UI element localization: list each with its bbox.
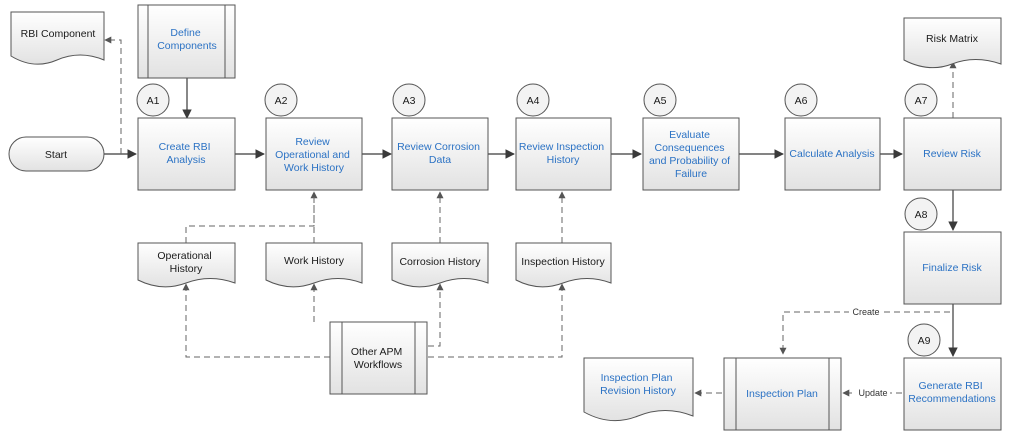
svg-text:A4: A4 [527,95,540,107]
review-inspection-label: Review Inspection History [519,141,607,166]
inspection-plan-revision-label: Inspection Plan Revision History [600,372,677,397]
step-marker-a9: A9 [907,323,941,357]
svg-text:A3: A3 [403,95,416,107]
finalize-risk-step[interactable]: Finalize Risk [903,231,1002,305]
review-inspection-step[interactable]: Review Inspection History [515,117,612,191]
operational-history-document: Operational History [137,242,236,288]
evaluate-consequences-step[interactable]: Evaluate Consequences and Probability of… [642,117,740,191]
step-marker-a7: A7 [904,83,938,117]
inspection-plan-subprocess[interactable]: Inspection Plan [723,357,842,431]
svg-text:A1: A1 [147,95,160,107]
rbi-component-label: RBI Component [21,28,96,40]
dashed-connectors [104,36,957,397]
review-corrosion-step[interactable]: Review Corrosion Data [391,117,489,191]
svg-text:A5: A5 [654,95,667,107]
svg-text:A9: A9 [918,335,931,347]
edge-operational-a2 [185,191,318,243]
edge-create-rbicomponent [104,36,122,154]
review-risk-step[interactable]: Review Risk [903,117,1002,191]
step-marker-a2: A2 [264,83,298,117]
step-marker-a6: A6 [784,83,818,117]
corrosion-history-document: Corrosion History [391,242,489,288]
step-marker-a1: A1 [136,83,170,117]
start-label: Start [45,149,67,161]
review-operational-step[interactable]: Review Operational and Work History [265,117,363,191]
create-edge-label: Create [852,307,879,317]
update-edge-label: Update [858,388,887,398]
finalize-risk-label: Finalize Risk [922,262,982,274]
work-history-document: Work History [265,242,363,288]
step-marker-a4: A4 [516,83,550,117]
review-operational-label: Review Operational and Work History [275,136,353,174]
edge-apm-corrosion [428,283,444,347]
solid-connectors [104,78,958,357]
edge-apm-inspection [428,283,566,358]
risk-matrix-document: Risk Matrix [903,17,1002,69]
corrosion-history-label: Corrosion History [399,256,481,268]
generate-rbi-step[interactable]: Generate RBI Recommendations [903,357,1002,431]
generate-rbi-label: Generate RBI Recommendations [908,380,996,405]
inspection-history-document: Inspection History [515,242,612,288]
other-apm-label: Other APM Workflows [351,346,405,371]
edge-apm-operational [182,283,330,358]
svg-text:A2: A2 [275,95,288,107]
define-components-label: Define Components [157,27,217,52]
svg-text:A6: A6 [795,95,808,107]
create-rbi-analysis-label: Create RBI Analysis [159,141,214,166]
step-marker-a8: A8 [904,197,938,231]
calculate-analysis-label: Calculate Analysis [789,148,874,160]
operational-history-label: Operational History [157,250,214,275]
inspection-history-label: Inspection History [521,256,605,268]
start-terminal: Start [8,136,105,172]
review-risk-label: Review Risk [923,148,982,160]
inspection-plan-revision-document[interactable]: Inspection Plan Revision History [583,357,694,422]
review-corrosion-label: Review Corrosion Data [397,141,483,166]
rbi-component-document: RBI Component [10,11,105,65]
edge-create [779,311,950,355]
evaluate-consequences-label: Evaluate Consequences and Probability of… [649,129,733,180]
calculate-analysis-step[interactable]: Calculate Analysis [784,117,881,191]
step-marker-a5: A5 [643,83,677,117]
inspection-plan-label: Inspection Plan [746,388,818,400]
svg-text:A7: A7 [915,95,928,107]
work-history-label: Work History [284,255,345,267]
other-apm-workflows-subprocess: Other APM Workflows [329,321,428,395]
create-rbi-analysis-step[interactable]: Create RBI Analysis [137,117,236,191]
define-components-subprocess[interactable]: Define Components [137,4,236,79]
svg-text:A8: A8 [915,209,928,221]
risk-matrix-label: Risk Matrix [926,33,979,45]
step-marker-a3: A3 [392,83,426,117]
